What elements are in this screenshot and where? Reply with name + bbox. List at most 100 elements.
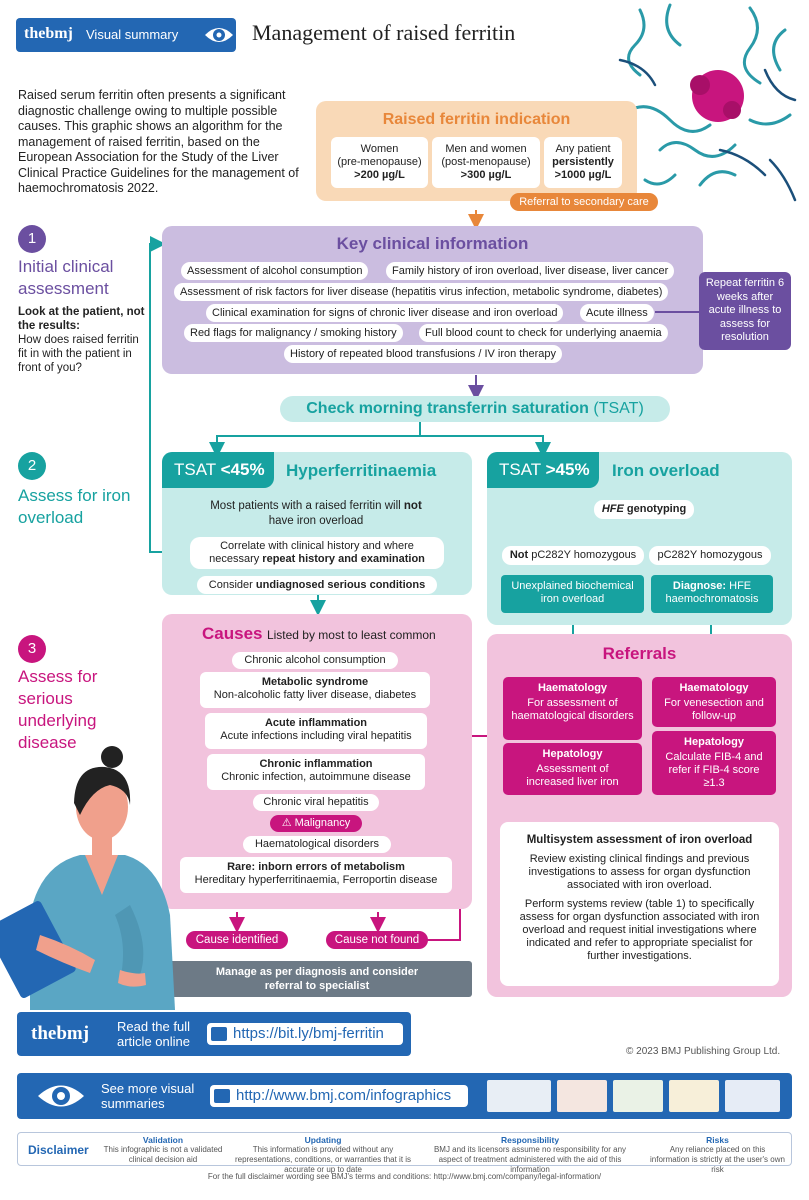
responsibility-head: Responsibility [500, 1135, 560, 1145]
consider-bold: undiagnosed serious conditions [255, 579, 426, 591]
hyperferritinaemia-title: Hyperferritinaemia [286, 461, 437, 480]
hyper-most-patients: Most patients with a raised ferritin wil… [200, 499, 432, 529]
hyper-p1b: not [403, 500, 422, 512]
read-article-bar: thebmj Read the full article online http… [17, 1012, 411, 1056]
read-full-text: Read the full article online [117, 1019, 190, 1049]
cause-chronic-head: Chronic inflammation [259, 758, 373, 770]
men-label: Men and women [445, 143, 527, 155]
protein-structure-illustration [608, 3, 797, 202]
disclaimer-bar [17, 1132, 792, 1166]
validation-head: Validation [142, 1135, 184, 1145]
not-homozygous: Not pC282Y homozygous [502, 546, 644, 565]
ref3-text: Assessment of increased liver iron [526, 763, 619, 788]
unexplained-overload: Unexplained biochemical iron overload [501, 575, 644, 613]
cause-metabolic: Metabolic syndrome Non-alcoholic fatty l… [200, 672, 430, 708]
indication-title: Raised ferritin indication [382, 111, 571, 128]
see-more-text: See more visual summaries [101, 1081, 194, 1111]
tsat-high-tab: TSAT >45% [487, 452, 599, 488]
copyright: © 2023 BMJ Publishing Group Ltd. [626, 1046, 781, 1057]
eye-icon [204, 25, 234, 50]
key-item-transfusions: History of repeated blood transfusions /… [284, 345, 562, 363]
cause-chronic-inflammation: Chronic inflammation Chronic infection, … [207, 754, 425, 790]
causes-subtitle: Listed by most to least common [266, 628, 436, 642]
clinician-illustration [0, 746, 175, 1010]
not-homozygous-text: pC282Y homozygous [531, 549, 637, 561]
article-url[interactable]: https://bit.ly/bmj-ferritin [233, 1025, 384, 1042]
women-label: Women [360, 143, 399, 155]
step-1-bold: Look at the patient, not the results: [18, 306, 145, 332]
causes-title: Causes [202, 624, 263, 643]
disclaimer-label: Disclaimer [28, 1143, 89, 1157]
infographics-url[interactable]: http://www.bmj.com/infographics [236, 1087, 452, 1104]
thumb-3[interactable] [613, 1080, 663, 1112]
risks-head: Risks [706, 1135, 729, 1145]
tsat-low-value: <45% [220, 460, 265, 479]
ref4-head: Hepatology [684, 736, 744, 748]
cause-not-found-tag: Cause not found [326, 931, 428, 949]
tsat-check-text: Check morning transferrin saturation [306, 400, 589, 417]
step-2-number: 2 [18, 452, 46, 480]
cause-malignancy: ⚠ Malignancy [270, 815, 362, 832]
not-bold: Not [509, 549, 529, 561]
article-link[interactable]: https://bit.ly/bmj-ferritin [207, 1023, 403, 1045]
ref1-head: Haematology [537, 682, 608, 694]
step-1-heading: Initial clinical assessment [18, 257, 114, 298]
thumb-1[interactable] [487, 1080, 551, 1112]
ref2-text: For venesection and follow-up [664, 697, 764, 722]
key-item-alcohol: Assessment of alcohol consumption [181, 262, 369, 280]
key-item-red-flags: Red flags for malignancy / smoking histo… [184, 324, 403, 342]
correlate-bold: repeat history and examination [262, 553, 425, 565]
referral-hepatology-2: Hepatology Calculate FIB-4 and refer if … [652, 731, 776, 795]
validation-text: This infographic is not a validated clin… [103, 1145, 223, 1164]
repeat-ferritin-note: Repeat ferritin 6 weeks after acute illn… [699, 272, 791, 350]
cause-identified-tag: Cause identified [186, 931, 288, 949]
diagnose-bold: Diagnose: [672, 580, 727, 592]
full-disclaimer-link[interactable]: For the full disclaimer wording see BMJ'… [207, 1172, 602, 1181]
more-summaries-bar: See more visual summaries http://www.bmj… [17, 1073, 792, 1119]
indication-women: Women (pre-menopause) >200 µg/L [331, 137, 428, 188]
diagnose-text: HFE haemochromatosis [665, 580, 759, 605]
key-clinical-title: Key clinical information [336, 234, 529, 253]
ref2-head: Haematology [679, 682, 749, 694]
consider-text: Consider [208, 579, 253, 591]
cause-rare-text: Hereditary hyperferritinaemia, Ferroport… [194, 874, 438, 886]
causes-heading: Causes Listed by most to least common [202, 624, 436, 644]
step-3-heading: Assess for serious underlying disease [18, 667, 98, 752]
multisystem-p1: Review existing clinical findings and pr… [528, 853, 751, 891]
disclaimer-risks: Risks Any reliance placed on this inform… [650, 1135, 785, 1175]
thumb-2[interactable] [557, 1080, 607, 1112]
referral-hepatology-1: Hepatology Assessment of increased liver… [503, 743, 642, 795]
key-item-clinical-exam: Clinical examination for signs of chroni… [206, 304, 564, 322]
men-sub: (post-menopause) [441, 156, 531, 168]
cause-acute-head: Acute inflammation [264, 717, 368, 729]
tsat-check-banner: Check morning transferrin saturation (TS… [280, 396, 670, 422]
cause-haematological: Haematological disorders [243, 836, 391, 853]
updating-head: Updating [304, 1135, 342, 1145]
hfe-genotyping: HFE genotyping [594, 500, 694, 519]
thumb-4[interactable] [669, 1080, 719, 1112]
tsat-low-label: TSAT [174, 460, 216, 479]
step-2-heading: Assess for iron overload [18, 486, 131, 527]
thumb-5[interactable] [725, 1080, 780, 1112]
tsat-high-value: >45% [545, 460, 590, 479]
cause-viral-hepatitis: Chronic viral hepatitis [253, 794, 379, 811]
referrals-title: Referrals [602, 644, 677, 663]
disclaimer-validation: Validation This infographic is not a val… [103, 1135, 223, 1165]
updating-text: This information is provided without any… [234, 1145, 412, 1174]
indication-men: Men and women (post-menopause) >300 µg/L [432, 137, 540, 188]
responsibility-text: BMJ and its licensors assume no responsi… [433, 1145, 627, 1174]
cause-alcohol: Chronic alcohol consumption [232, 652, 398, 669]
ref1-text: For assessment of haematological disorde… [511, 697, 634, 722]
indication-box: Raised ferritin indication Women (pre-me… [316, 101, 637, 201]
tsat-check-abbr: (TSAT) [593, 400, 644, 417]
tsat-low-tab: TSAT <45% [162, 452, 274, 488]
more-b: summaries [101, 1096, 165, 1111]
key-item-acute-illness: Acute illness [580, 304, 654, 322]
page-title: Management of raised ferritin [252, 20, 516, 45]
infographics-link[interactable]: http://www.bmj.com/infographics [210, 1085, 468, 1107]
ref3-head: Hepatology [542, 748, 603, 760]
read-b: article online [117, 1034, 190, 1049]
intro-text: Raised serum ferritin often presents a s… [18, 88, 299, 195]
any-value: >1000 µg/L [554, 169, 612, 181]
referral-secondary-care-tag: Referral to secondary care [510, 193, 658, 211]
